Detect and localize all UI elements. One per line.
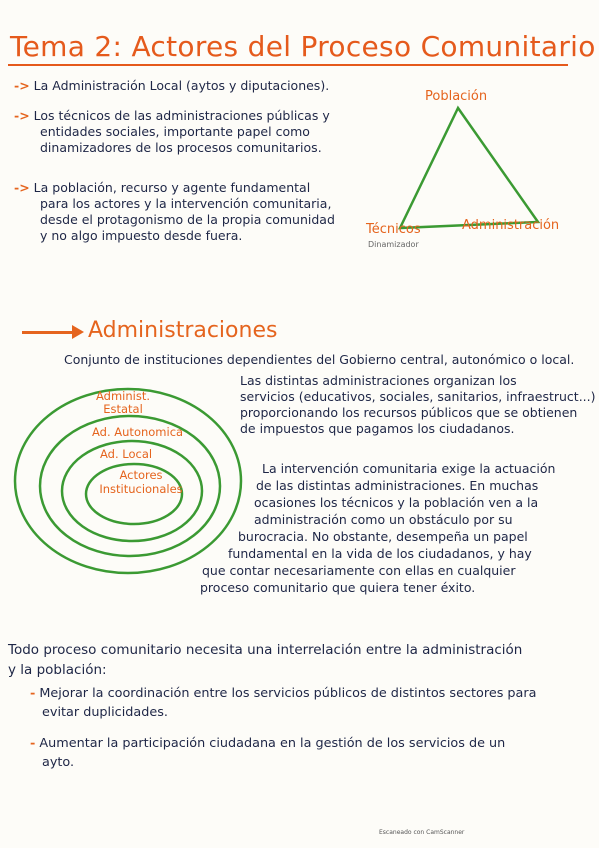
section-definition: Conjunto de instituciones dependientes d… <box>64 352 575 367</box>
intro-bullet-3: -> La población, recurso y agente fundam… <box>14 180 335 244</box>
triangle-label-bottom-left: Técnicos <box>366 222 421 237</box>
ring-label-institucionales: Actores Institucionales <box>99 468 183 496</box>
closing-bullet-1: - Mejorar la coordinación entre los serv… <box>30 684 537 722</box>
paragraph-line: fundamental en la vida de los ciudadanos… <box>228 546 532 561</box>
paragraph-line: de las distintas administraciones. En mu… <box>256 478 539 493</box>
actors-triangle-diagram <box>397 105 541 230</box>
paragraph-line: proceso comunitario que quiera tener éxi… <box>200 580 476 595</box>
concentric-rings-diagram <box>13 387 243 575</box>
dash-icon: - <box>30 686 36 701</box>
bullet-line: Aumentar la participación ciudadana en l… <box>39 736 506 751</box>
section-arrow-shaft <box>22 331 78 334</box>
dash-icon: - <box>30 736 36 751</box>
bullet-line: para los actores y la intervención comun… <box>40 196 332 211</box>
arrow-right-icon <box>72 325 84 339</box>
paragraph-1: Las distintas administraciones organizan… <box>240 373 596 437</box>
ring-label-local: Ad. Local <box>100 447 153 461</box>
bullet-line: y no algo impuesto desde fuera. <box>40 228 243 243</box>
closing-text: Todo proceso comunitario necesita una in… <box>8 640 522 680</box>
section-heading: Administraciones <box>88 318 278 343</box>
page-title: Tema 2: Actores del Proceso Comunitario <box>10 30 596 63</box>
bullet-line: evitar duplicidades. <box>42 705 168 720</box>
triangle-sublabel: Dinamizador <box>368 240 419 249</box>
ring-label-autonomica: Ad. Autonomica <box>92 425 184 439</box>
closing-bullet-2: - Aumentar la participación ciudadana en… <box>30 734 505 772</box>
paragraph-2: La intervención comunitaria exige la act… <box>200 460 556 596</box>
triangle-label-bottom-right: Administración <box>462 218 560 233</box>
paragraph-line: proporcionando los recursos públicos que… <box>240 405 578 420</box>
paragraph-line: servicios (educativos, sociales, sanitar… <box>240 389 596 404</box>
triangle-shape <box>397 105 541 230</box>
arrow-icon: -> <box>14 78 30 93</box>
intro-bullet-1: -> La Administración Local (aytos y dipu… <box>14 78 329 94</box>
bullet-line: Mejorar la coordinación entre los servic… <box>39 686 537 701</box>
scanner-watermark: Escaneado con CamScanner <box>379 829 465 836</box>
paragraph-line: burocracia. No obstante, desempeña un pa… <box>238 529 528 544</box>
bullet-line: entidades sociales, importante papel com… <box>40 124 310 139</box>
paragraph-line: Las distintas administraciones organizan… <box>240 373 517 388</box>
arrow-icon: -> <box>14 108 30 123</box>
ring-label-estatal: Administ. Estatal <box>95 389 150 416</box>
title-underline <box>8 64 568 66</box>
paragraph-line: ocasiones los técnicos y la población ve… <box>254 495 539 510</box>
arrow-icon: -> <box>14 180 30 195</box>
bullet-line: dinamizadores de los procesos comunitari… <box>40 140 322 155</box>
bullet-line: ayto. <box>42 755 75 770</box>
bullet-text: La Administración Local (aytos y diputac… <box>33 78 330 93</box>
paragraph-line: La intervención comunitaria exige la act… <box>262 461 556 476</box>
paragraph-line: que contar necesariamente con ellas en c… <box>202 563 516 578</box>
intro-bullet-2: -> Los técnicos de las administraciones … <box>14 108 330 156</box>
bullet-line: desde el protagonismo de la propia comun… <box>40 212 335 227</box>
closing-line: Todo proceso comunitario necesita una in… <box>8 642 523 658</box>
paragraph-line: administración como un obstáculo por su <box>254 512 513 527</box>
bullet-line: Los técnicos de las administraciones púb… <box>33 108 330 123</box>
triangle-label-top: Población <box>425 89 488 104</box>
paragraph-line: de impuestos que pagamos los ciudadanos. <box>240 421 515 436</box>
bullet-line: La población, recurso y agente fundament… <box>33 180 311 195</box>
closing-line: y la población: <box>8 662 107 678</box>
